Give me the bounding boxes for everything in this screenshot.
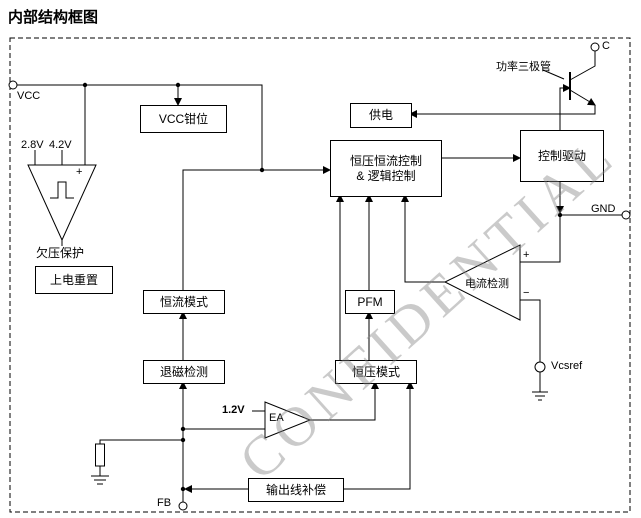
fb-terminal <box>178 501 188 511</box>
ground-icon <box>532 391 548 401</box>
wires <box>17 51 622 502</box>
block-power-on-reset: 上电重置 <box>35 266 113 294</box>
figure-title: 内部结构框图 <box>8 9 99 26</box>
power-transistor-label: 功率三极管 <box>496 61 551 73</box>
ea-label: EA <box>269 412 284 424</box>
ground-icon <box>91 475 109 485</box>
block-cv-mode-label: 恒压模式 <box>351 364 400 379</box>
block-output-line-comp-label: 输出线补偿 <box>265 482 326 497</box>
block-demag-detect: 退磁检测 <box>143 360 225 384</box>
current-sense-label: 电流检测 <box>465 278 509 290</box>
vcc-pin-label: VCC <box>17 90 41 102</box>
block-vcc-clamp: VCC钳位 <box>140 105 227 133</box>
threshold-4v2-label: 4.2V <box>49 139 72 151</box>
block-power-on-reset-label: 上电重置 <box>49 272 98 287</box>
block-vcc-clamp-label: VCC钳位 <box>158 111 209 126</box>
block-cc-mode-label: 恒流模式 <box>159 294 208 309</box>
block-cvcc-label-line1: 恒压恒流控制 <box>349 153 422 168</box>
threshold-2v8-label: 2.8V <box>21 139 44 151</box>
block-demag-detect-label: 退磁检测 <box>159 364 208 379</box>
block-cvcc-label-line2: & 逻辑控制 <box>356 168 416 183</box>
block-cvcc-logic-control: 恒压恒流控制 & 逻辑控制 <box>330 140 442 197</box>
block-control-drive-label: 控制驱动 <box>537 148 586 163</box>
block-pfm: PFM <box>345 290 395 314</box>
block-output-line-comp: 输出线补偿 <box>248 478 344 502</box>
gnd-pin-label: GND <box>591 203 616 215</box>
uvlo-comparator-icon <box>27 164 97 242</box>
ea-amplifier-icon <box>264 401 312 439</box>
fb-pin-label: FB <box>157 497 172 509</box>
c-pin-label: C <box>602 40 610 52</box>
uvlo-plus-sign: + <box>76 166 83 178</box>
chip-boundary <box>9 37 631 513</box>
vcc-terminal <box>8 80 18 90</box>
block-pfm-label: PFM <box>357 294 383 309</box>
junction-dots <box>82 82 563 492</box>
block-supply: 供电 <box>350 103 412 128</box>
cs-minus-sign: − <box>523 287 530 299</box>
vref-1v2-label: 1.2V <box>222 404 245 416</box>
vcsref-pin-label: Vcsref <box>551 360 583 372</box>
cs-plus-sign: + <box>523 249 530 261</box>
gnd-terminal <box>621 210 631 220</box>
block-cv-mode: 恒压模式 <box>335 360 417 384</box>
resistor-icon <box>95 443 105 467</box>
block-control-drive: 控制驱动 <box>520 130 604 182</box>
block-supply-label: 供电 <box>368 108 393 122</box>
vcsref-terminal <box>534 361 546 373</box>
block-cc-mode: 恒流模式 <box>143 290 225 314</box>
uvlo-label: 欠压保护 <box>36 246 85 260</box>
c-terminal <box>590 42 600 52</box>
current-sense-amplifier-icon <box>443 244 521 321</box>
